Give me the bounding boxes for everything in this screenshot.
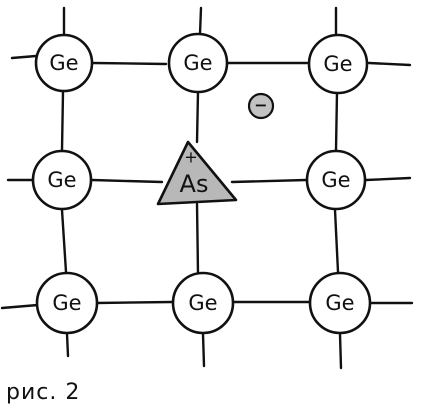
bond — [94, 300, 174, 305]
bond — [367, 61, 412, 67]
bond — [333, 208, 340, 274]
atom-label: Ge — [321, 168, 350, 192]
atom-label: Ge — [52, 291, 81, 315]
bond — [90, 178, 164, 184]
bond — [0, 303, 40, 310]
bond — [195, 90, 200, 144]
bond — [60, 90, 65, 152]
germanium-atom: Ge — [305, 149, 367, 211]
atom-label: Ge — [183, 51, 212, 75]
figure-caption: рис. 2 — [6, 380, 81, 405]
germanium-atom: Ge — [307, 33, 369, 95]
free-electron: − — [247, 92, 275, 120]
bond — [195, 202, 200, 276]
bond — [338, 332, 343, 370]
bond — [65, 332, 70, 358]
electron-sign: − — [254, 96, 267, 115]
germanium-atom: Ge — [167, 32, 229, 94]
atom-label: Ge — [47, 168, 76, 192]
atom-label: Ge — [325, 291, 354, 315]
bond — [201, 332, 206, 368]
bond — [198, 6, 203, 36]
germanium-atom: Ge — [31, 149, 93, 211]
germanium-atom: Ge — [171, 271, 235, 335]
bond — [230, 178, 308, 184]
triangle-icon — [156, 140, 238, 206]
germanium-atom: Ge — [35, 271, 99, 335]
bond — [10, 54, 38, 60]
atom-label: Ge — [323, 52, 352, 76]
dopant-label: As — [180, 170, 209, 198]
bonds — [0, 6, 414, 370]
bond — [334, 90, 339, 152]
bond — [91, 61, 168, 66]
germanium-atom: Ge — [34, 33, 94, 93]
atom-label: Ge — [49, 51, 78, 75]
bond — [60, 208, 68, 274]
atom-label: Ge — [188, 291, 217, 315]
dopant-charge: + — [184, 148, 197, 167]
germanium-atom: Ge — [308, 271, 372, 335]
bond — [364, 176, 412, 182]
arsenic-dopant-ion: + As — [156, 140, 238, 206]
